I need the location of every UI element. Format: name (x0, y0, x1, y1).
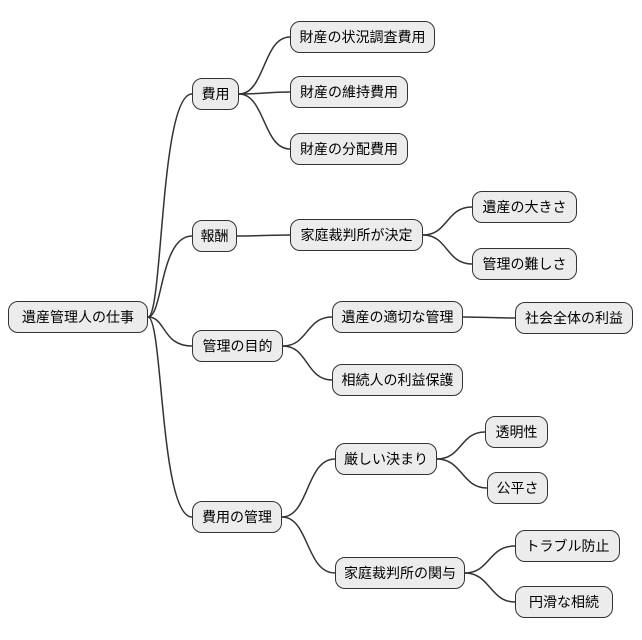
node-strict-rules: 厳しい決まり (335, 443, 437, 475)
edge-court-estate-size (422, 206, 473, 236)
edge-purpose-proper-management (282, 316, 333, 347)
edge-rules-fairness (436, 458, 488, 489)
node-transparency: 透明性 (485, 416, 548, 448)
edge-remuneration-family-court-decides (236, 234, 291, 237)
edge-court-management-difficulty (422, 234, 473, 265)
node-proper-estate-management: 遺産の適切な管理 (332, 301, 463, 333)
node-heirs-interest-protection: 相続人の利益保護 (332, 364, 463, 396)
edge-costs-maintenance-cost (238, 91, 291, 95)
node-remuneration: 報酬 (192, 220, 237, 252)
edge-proper-management-society-benefit (462, 316, 516, 319)
node-management-purpose: 管理の目的 (192, 330, 283, 362)
node-costs: 費用 (192, 78, 239, 110)
node-society-benefit: 社会全体の利益 (515, 302, 633, 334)
node-property-distribution-cost: 財産の分配費用 (290, 133, 408, 165)
edge-root-costs (147, 93, 193, 318)
edge-costs-distribution-cost (238, 93, 291, 150)
node-family-court-involvement: 家庭裁判所の関与 (335, 557, 465, 589)
edge-costmgmt-strict-rules (281, 458, 336, 518)
node-smooth-inheritance: 円滑な相続 (515, 586, 613, 618)
edge-costmgmt-court-involvement (281, 516, 336, 574)
edge-root-cost-management (147, 316, 193, 518)
edge-rules-transparency (436, 431, 486, 460)
edge-purpose-heirs-protection (282, 345, 333, 381)
edge-involvement-smooth-inheritance (464, 572, 516, 603)
node-cost-management: 費用の管理 (192, 501, 282, 533)
edge-root-remuneration (147, 235, 193, 318)
node-estate-size: 遺産の大きさ (472, 191, 577, 223)
node-property-maintenance-cost: 財産の維持費用 (290, 76, 408, 108)
node-management-difficulty: 管理の難しさ (472, 248, 577, 280)
node-fairness: 公平さ (487, 472, 548, 504)
node-property-survey-cost: 財産の状況調査費用 (290, 21, 435, 53)
node-estate-administrator-job: 遺産管理人の仕事 (8, 301, 148, 333)
edge-root-management-purpose (147, 316, 193, 347)
edge-costs-survey-cost (238, 36, 291, 95)
node-family-court-decides: 家庭裁判所が決定 (290, 219, 423, 251)
edge-involvement-trouble-prevention (464, 545, 516, 574)
node-trouble-prevention: トラブル防止 (515, 530, 620, 562)
